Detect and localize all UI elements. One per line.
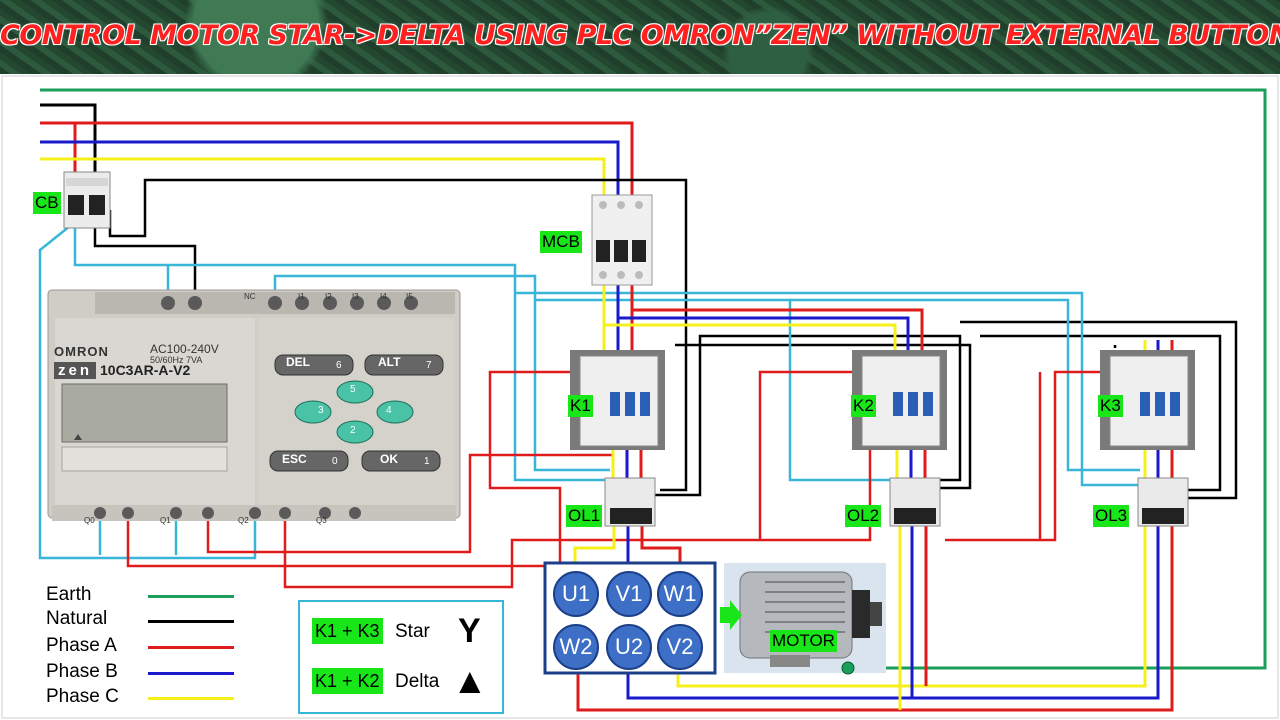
right-arrow-button[interactable]: 4 bbox=[386, 405, 392, 416]
supply-wires bbox=[40, 88, 1267, 670]
ol3-label: OL3 bbox=[1093, 505, 1130, 527]
esc-button-num: 0 bbox=[332, 456, 338, 467]
down-arrow-button[interactable]: 2 bbox=[350, 425, 356, 436]
legend-phase-c: Phase C bbox=[46, 686, 119, 707]
plc-input-label-i3: I3 bbox=[352, 292, 359, 301]
del-button[interactable]: DEL bbox=[286, 355, 310, 369]
terminal-u2: U2 bbox=[606, 624, 652, 670]
mcb-label: MCB bbox=[540, 231, 582, 253]
plc-input-label-i4: I4 bbox=[380, 292, 387, 301]
plc-body bbox=[47, 289, 461, 521]
plc-input-label-i1: I1 bbox=[298, 292, 305, 301]
plc-terminals-bottom bbox=[94, 507, 361, 519]
legend-earth: Earth bbox=[46, 584, 92, 605]
control-neutral-wires bbox=[93, 178, 1238, 500]
plc-input-label-nc: NC bbox=[244, 292, 256, 301]
overload-ol1 bbox=[604, 477, 656, 527]
plc-output-label-q3: Q3 bbox=[316, 516, 327, 525]
plc-input-wires bbox=[38, 221, 1145, 560]
plc-input-label-i5: I5 bbox=[406, 292, 413, 301]
alt-button[interactable]: ALT bbox=[378, 355, 401, 369]
mcb-breaker bbox=[591, 194, 653, 286]
legend-phase-a: Phase A bbox=[46, 635, 117, 656]
delta-symbol: ▲ bbox=[452, 660, 488, 701]
phase-c-supply-wire bbox=[40, 157, 606, 195]
k3-label: K3 bbox=[1098, 395, 1123, 417]
terminal-u1: U1 bbox=[553, 571, 599, 617]
legend-phase-a-line bbox=[148, 646, 234, 649]
terminal-w2: W2 bbox=[553, 624, 599, 670]
phase-b-supply-wire bbox=[40, 140, 620, 195]
delta-contactors: K1 + K2 bbox=[312, 668, 383, 694]
wiring-diagram bbox=[1, 75, 1279, 719]
plc-input-label-i2: I2 bbox=[325, 292, 332, 301]
title-banner: CONTROL MOTOR STAR->DELTA USING PLC OMRO… bbox=[0, 0, 1280, 74]
star-label: Star bbox=[395, 621, 430, 642]
plc-display bbox=[62, 384, 227, 442]
k1-label: K1 bbox=[568, 395, 593, 417]
ok-button-num: 1 bbox=[424, 456, 430, 467]
cb-breaker bbox=[63, 171, 111, 229]
plc-keypad bbox=[269, 354, 444, 472]
terminal-v1: V1 bbox=[606, 571, 652, 617]
plc-terminals-top bbox=[161, 296, 418, 310]
plc-rating-2: 50/60Hz 7VA bbox=[150, 355, 203, 365]
star-symbol: Y bbox=[458, 612, 481, 650]
overload-ol3 bbox=[1137, 477, 1189, 527]
terminal-v2: V2 bbox=[657, 624, 703, 670]
overload-ol2 bbox=[889, 477, 941, 527]
ol1-label: OL1 bbox=[566, 505, 603, 527]
alt-button-num: 7 bbox=[426, 360, 432, 371]
legend-phase-c-line bbox=[148, 697, 234, 700]
plc-output-label-q1: Q1 bbox=[160, 516, 171, 525]
legend-phase-b: Phase B bbox=[46, 661, 118, 682]
motor-label: MOTOR bbox=[770, 630, 837, 652]
phase-a-supply-wire bbox=[40, 121, 634, 195]
arrow-icon bbox=[720, 600, 742, 630]
plc-logo: zen bbox=[54, 362, 97, 379]
contactor-k1 bbox=[570, 350, 665, 450]
left-arrow-button[interactable]: 3 bbox=[318, 405, 324, 416]
legend-phase-b-line bbox=[148, 672, 234, 675]
earth-terminal-icon bbox=[841, 661, 855, 675]
delta-label: Delta bbox=[395, 671, 440, 692]
legend-earth-line bbox=[148, 595, 234, 598]
del-button-num: 6 bbox=[336, 360, 342, 371]
star-contactors: K1 + K3 bbox=[312, 618, 383, 644]
plc-output-label-q2: Q2 bbox=[238, 516, 249, 525]
plc-output-label-q0: Q0 bbox=[84, 516, 95, 525]
legend-natural: Natural bbox=[46, 608, 108, 629]
ok-button[interactable]: OK bbox=[380, 452, 398, 466]
neutral-supply-wire bbox=[40, 103, 97, 180]
diagram-title: CONTROL MOTOR STAR->DELTA USING PLC OMRO… bbox=[0, 20, 1280, 51]
earth-wire bbox=[40, 88, 1267, 670]
plc-model: 10C3AR-A-V2 bbox=[100, 362, 191, 378]
k2-label: K2 bbox=[851, 395, 876, 417]
legend-natural-line bbox=[148, 620, 234, 623]
contactor-k3 bbox=[1100, 350, 1195, 450]
esc-button[interactable]: ESC bbox=[282, 452, 307, 466]
plc-rating: AC100-240V bbox=[150, 342, 219, 356]
cb-label: CB bbox=[33, 192, 61, 214]
terminal-w1: W1 bbox=[657, 571, 703, 617]
motor-image bbox=[724, 563, 886, 673]
ol2-label: OL2 bbox=[845, 505, 882, 527]
up-arrow-button[interactable]: 5 bbox=[350, 384, 356, 395]
plc-brand: OMRON bbox=[54, 344, 109, 359]
mode-legend-box: K1 + K3 Star Y K1 + K2 Delta ▲ bbox=[298, 600, 504, 714]
